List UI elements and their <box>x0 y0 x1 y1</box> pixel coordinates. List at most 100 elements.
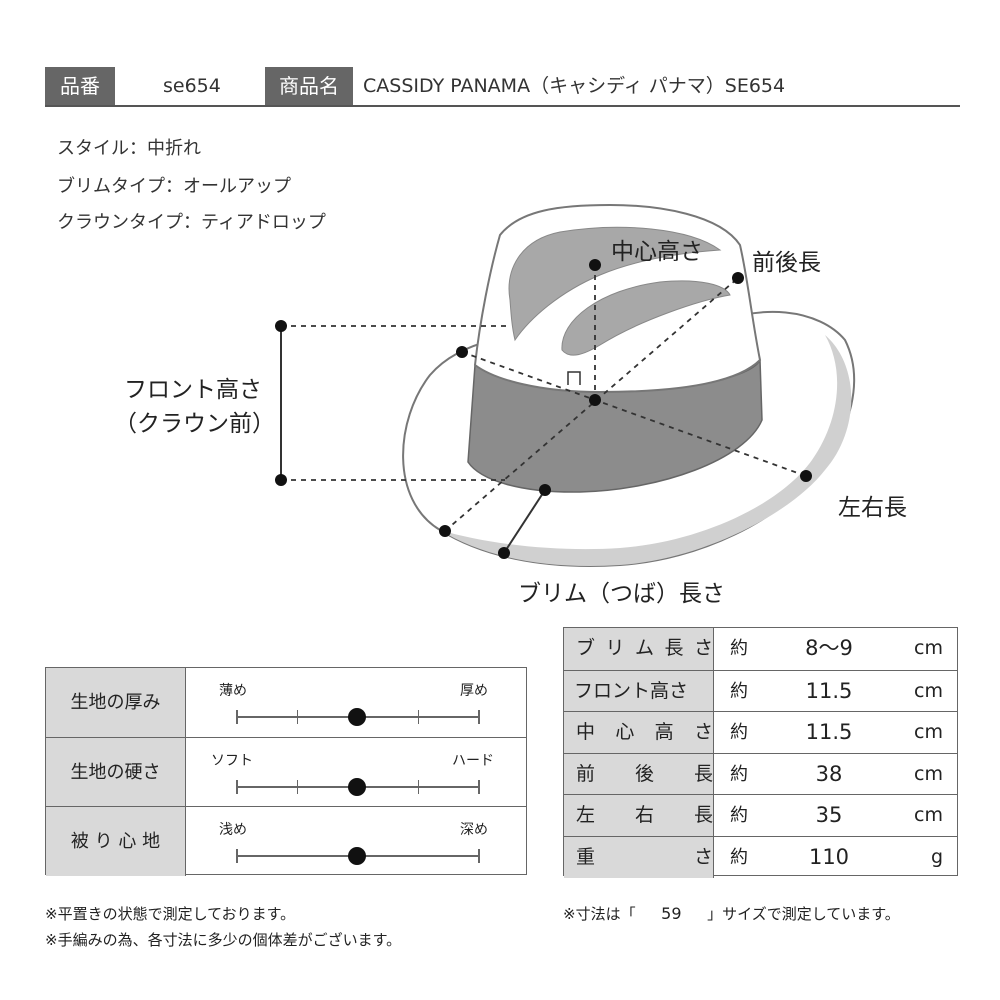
scale-tick <box>236 849 238 863</box>
spec-unit: cm <box>914 721 943 743</box>
spec-approx: 約 <box>730 722 748 743</box>
spec-label-char: 中 <box>576 721 596 743</box>
crown-dent-upper <box>508 226 722 342</box>
scale-tick <box>296 710 298 724</box>
left-right-label: 左右長 <box>838 495 907 521</box>
header-divider <box>45 105 960 107</box>
spec-unit: cm <box>914 679 943 702</box>
scale-low-label: 浅め <box>219 822 247 838</box>
feel-row-stiffness: 生地の硬さ ソフト ハード <box>46 737 526 807</box>
note-size-value: 59 <box>661 904 682 923</box>
product-name-value: CASSIDY PANAMA（キャシディ パナマ）SE654 <box>363 75 786 97</box>
feel-label: 被 り 心 地 <box>46 807 186 876</box>
feel-label: 生地の硬さ <box>46 738 186 807</box>
feel-row-fit: 被 り 心 地 浅め 深め <box>46 806 526 876</box>
spec-label: 左右長 <box>564 795 714 837</box>
note-measured-size: ※寸法は「 59 」サイズで測定しています。 <box>563 903 900 924</box>
scale-high-label: 深め <box>460 822 488 838</box>
spec-label: 中心高さ <box>564 712 714 754</box>
spec-row: フロント高さ 約 11.5 cm <box>564 669 957 712</box>
scale-tick <box>478 849 480 863</box>
scale-tick <box>478 710 480 724</box>
fabric-feel-table: 生地の厚み 薄め 厚め 生地の硬さ ソフト ハード 被 り 心 地 浅め 深め <box>45 667 527 876</box>
center-height-mark <box>567 371 581 385</box>
spec-value: 8～9 <box>805 636 853 660</box>
scale-tick <box>417 780 419 794</box>
left-right-line <box>461 351 807 477</box>
spec-label: 前後長 <box>564 753 714 795</box>
scale-level-dot <box>348 847 366 865</box>
left-right-dot-right <box>800 470 812 482</box>
spec-label-char: ブ <box>576 637 596 659</box>
feel-row-thickness: 生地の厚み 薄め 厚め <box>46 668 526 737</box>
brim-length-label: ブリム（つば）長さ <box>518 581 725 607</box>
style-type: スタイル：中折れ <box>57 138 201 159</box>
brim-type: ブリムタイプ：オールアップ <box>57 176 291 197</box>
item-number-value: se654 <box>163 75 221 97</box>
spec-approx: 約 <box>730 638 748 659</box>
spec-label: フロント高さ <box>564 670 714 712</box>
note-size-prefix: ※寸法は「 <box>563 905 636 923</box>
scale-high-label: 厚め <box>460 683 488 699</box>
note-handmade: ※手編みの為、各寸法に多少の個体差がございます。 <box>45 931 402 949</box>
hat-illustration <box>402 203 856 567</box>
spec-label-char: さ <box>694 637 714 659</box>
hat-diagram <box>275 203 856 567</box>
spec-label-text: フロント高さ <box>574 679 689 702</box>
spec-label-char: 重 <box>576 845 596 868</box>
front-back-dot-back <box>732 272 744 284</box>
spec-unit: cm <box>914 637 943 659</box>
spec-label-char: 前 <box>576 762 596 785</box>
scale-low-label: 薄め <box>219 683 247 699</box>
front-height-dot-top <box>275 320 287 332</box>
feel-label: 生地の厚み <box>46 668 186 737</box>
spec-value: 11.5 <box>805 678 853 703</box>
spec-value: 110 <box>808 844 850 869</box>
front-back-dot-front <box>439 525 451 537</box>
note-flat-measure: ※平置きの状態で測定しております。 <box>45 905 296 923</box>
scale-tick <box>296 780 298 794</box>
item-number-label: 品番 <box>45 67 115 105</box>
spec-row: ブリム長さ約 8～9 cm <box>564 628 957 670</box>
hat-brim-underside <box>440 335 852 566</box>
spec-approx: 約 <box>730 846 748 868</box>
note-size-suffix: 」サイズで測定しています。 <box>707 905 900 923</box>
scale-tick <box>417 710 419 724</box>
spec-label-char: 右 <box>635 804 655 826</box>
scale-low-label: ソフト <box>211 753 253 769</box>
scale-tick <box>236 710 238 724</box>
spec-label-char: 長 <box>694 762 714 785</box>
spec-label-char: 長 <box>664 637 684 659</box>
brim-length-line <box>503 489 546 554</box>
front-height-dot-bottom <box>275 474 287 486</box>
product-header: 品番 se654 商品名 CASSIDY PANAMA（キャシディ パナマ）SE… <box>45 67 960 107</box>
scale-tick <box>236 780 238 794</box>
spec-label-char: 後 <box>635 762 655 785</box>
spec-unit: cm <box>914 762 943 785</box>
spec-unit: g <box>930 845 943 868</box>
spec-approx: 約 <box>730 763 748 785</box>
spec-label-char: 心 <box>615 721 635 743</box>
spec-label: 重さ <box>564 836 714 878</box>
spec-label-char: 高 <box>654 721 674 743</box>
spec-approx: 約 <box>730 680 748 702</box>
spec-label-char: さ <box>694 845 714 868</box>
crown-type: クラウンタイプ：ティアドロップ <box>57 212 326 233</box>
brim-length-dot-outer <box>498 547 510 559</box>
spec-label: ブリム長さ <box>564 628 714 670</box>
scale-tick <box>478 780 480 794</box>
center-height-dot-bottom <box>589 394 601 406</box>
left-right-dot-left <box>456 346 468 358</box>
spec-value: 38 <box>815 761 843 786</box>
spec-label-char: 左 <box>576 804 596 826</box>
spec-row: 前 後 長約 38 cm <box>564 752 957 795</box>
spec-label-char: 長 <box>694 804 714 826</box>
front-height-label: フロント高さ <box>124 377 262 403</box>
front-back-label: 前後長 <box>752 250 821 276</box>
scale-level-dot <box>348 778 366 796</box>
center-height-dot-top <box>589 259 601 271</box>
